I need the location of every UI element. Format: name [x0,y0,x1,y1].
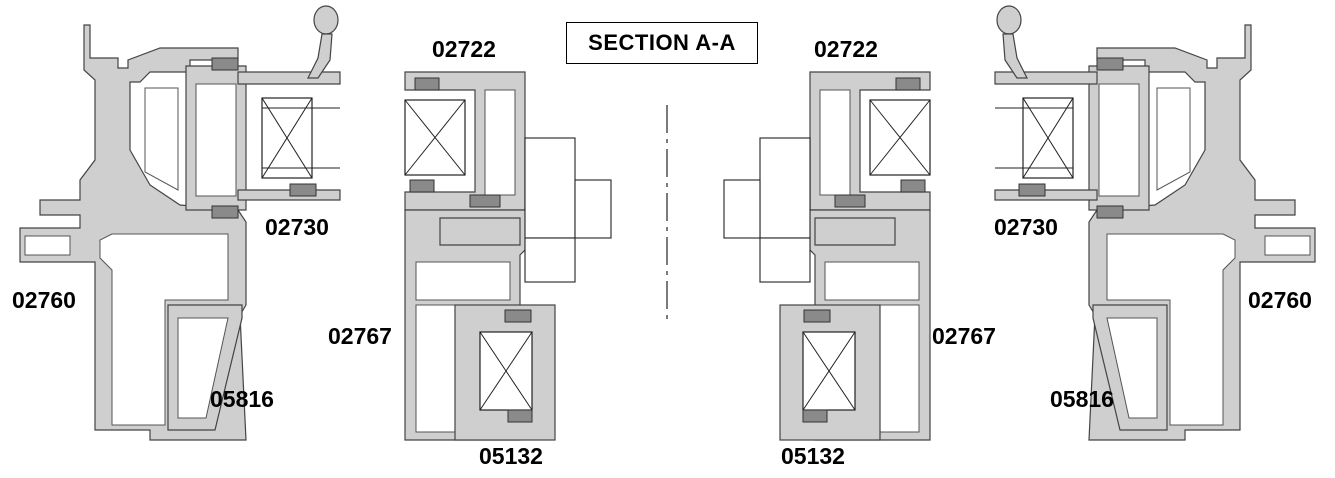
label-right-bottom: 05132 [781,443,845,469]
label-right-mullion: 02767 [932,323,996,349]
label-left-bead: 05816 [210,386,274,412]
right-mullion-group [723,71,931,441]
left-handle [307,5,339,79]
label-right-bead: 05816 [1050,386,1114,412]
label-left-mullion: 02767 [328,323,392,349]
label-left-bottom: 05132 [479,443,543,469]
left-bead-profile [167,304,243,431]
label-left-top: 02722 [432,36,496,62]
label-right-frame: 02760 [1248,287,1312,313]
left-bottom-glass [454,304,556,441]
label-right-top: 02722 [814,36,878,62]
label-left-sash: 02730 [265,214,329,240]
label-left-frame: 02760 [12,287,76,313]
left-center-block [524,137,612,283]
left-top-sash [404,71,526,211]
left-glass-unit [261,97,340,197]
right-frame-group [994,5,1316,441]
section-title: SECTION A-A [566,22,758,64]
label-right-sash: 02730 [994,214,1058,240]
